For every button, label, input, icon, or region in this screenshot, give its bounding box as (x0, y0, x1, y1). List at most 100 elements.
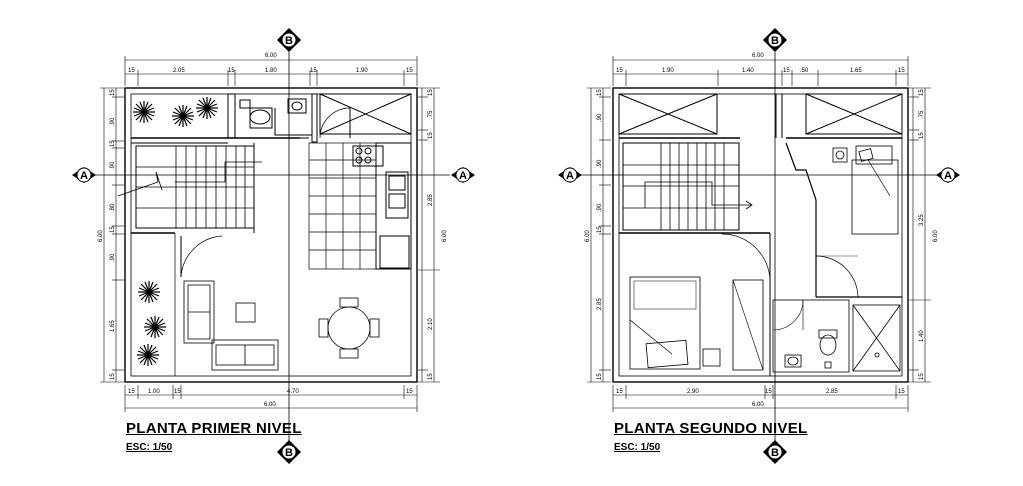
section-marker-b-top-1: B (277, 28, 301, 52)
svg-text:6.00: 6.00 (933, 230, 939, 242)
svg-text:1.90: 1.90 (356, 68, 368, 74)
svg-text:15: 15 (110, 226, 116, 233)
dimension-labels-2: 6.00 15 1.90 1.40 15 .50 1.65 15 15 2.90… (585, 53, 939, 408)
svg-text:B: B (771, 447, 779, 459)
svg-text:15: 15 (428, 132, 434, 139)
svg-text:A: A (944, 170, 952, 182)
section-marker-a-left-1: A (72, 167, 96, 183)
svg-text:15: 15 (428, 373, 434, 380)
dimension-lines-2 (587, 56, 931, 412)
plan-scale-first-floor: ESC: 1/50 (126, 442, 173, 453)
living-plants-1 (136, 280, 167, 367)
svg-text:2.10: 2.10 (428, 318, 434, 330)
svg-text:.75: .75 (428, 110, 434, 119)
svg-text:15: 15 (228, 68, 235, 74)
plan-first-floor (100, 56, 440, 412)
svg-text:15: 15 (616, 389, 623, 395)
svg-text:6.00: 6.00 (442, 230, 448, 242)
kitchen-tiles-1 (308, 142, 377, 270)
svg-text:3.25: 3.25 (919, 214, 925, 226)
svg-text:.50: .50 (800, 68, 809, 74)
plan-title-second-floor: PLANTA SEGUNDO NIVEL (614, 420, 808, 437)
section-marker-a-left-2: A (558, 167, 582, 183)
svg-text:6.00: 6.00 (752, 402, 764, 408)
svg-text:15: 15 (310, 68, 317, 74)
svg-text:15: 15 (597, 373, 603, 380)
svg-text:15: 15 (174, 389, 181, 395)
svg-text:.90: .90 (597, 203, 603, 212)
sofa-set-1 (183, 280, 279, 371)
void-boxes-2 (618, 93, 903, 135)
svg-text:15: 15 (616, 68, 623, 74)
section-marker-b-bottom-2: B (763, 440, 787, 464)
svg-text:1.00: 1.00 (148, 389, 160, 395)
svg-text:1.90: 1.90 (662, 68, 674, 74)
svg-text:15: 15 (597, 89, 603, 96)
svg-text:.75: .75 (919, 110, 925, 119)
svg-text:15: 15 (919, 89, 925, 96)
svg-text:15: 15 (898, 389, 905, 395)
svg-text:A: A (459, 170, 467, 182)
plan-second-floor (587, 56, 931, 412)
svg-text:6.00: 6.00 (752, 53, 764, 59)
svg-text:6.00: 6.00 (264, 402, 276, 408)
svg-text:15: 15 (919, 373, 925, 380)
svg-text:6.00: 6.00 (265, 53, 277, 59)
bedroom-left-2 (619, 232, 771, 376)
bedroom-right-2 (785, 142, 902, 298)
staircase-2 (622, 142, 753, 231)
dining-set-1 (318, 297, 380, 359)
section-marker-a-right-2: A (936, 167, 960, 183)
svg-text:.90: .90 (597, 159, 603, 168)
svg-text:15: 15 (597, 226, 603, 233)
svg-text:15: 15 (110, 140, 116, 147)
svg-text:15: 15 (919, 132, 925, 139)
svg-text:6.00: 6.00 (98, 230, 104, 242)
svg-text:A: A (566, 170, 574, 182)
staircase-1 (117, 145, 262, 229)
svg-text:2.85: 2.85 (597, 298, 603, 310)
section-lines-2 (580, 52, 940, 443)
svg-text:15: 15 (110, 373, 116, 380)
svg-text:4.70: 4.70 (287, 389, 299, 395)
svg-text:B: B (285, 35, 293, 47)
svg-text:15: 15 (428, 89, 434, 96)
svg-text:15: 15 (898, 68, 905, 74)
svg-text:A: A (80, 170, 88, 182)
svg-text:15: 15 (406, 389, 413, 395)
svg-text:.80: .80 (110, 203, 116, 212)
plan-scale-second-floor: ESC: 1/50 (614, 442, 661, 453)
svg-text:15: 15 (765, 389, 772, 395)
section-marker-a-right-1: A (451, 167, 475, 183)
svg-text:2.85: 2.85 (428, 194, 434, 206)
svg-text:.90: .90 (597, 113, 603, 122)
svg-text:1.65: 1.65 (850, 68, 862, 74)
svg-text:1.40: 1.40 (742, 68, 754, 74)
svg-text:15: 15 (406, 68, 413, 74)
closet-1 (319, 93, 412, 139)
shower-2 (852, 304, 901, 372)
patio-plants-1 (132, 96, 219, 128)
outer-wall-2 (612, 87, 909, 383)
kitchen-counter-1 (352, 142, 412, 270)
section-marker-b-top-2: B (763, 28, 787, 52)
svg-text:.90: .90 (110, 117, 116, 126)
section-marker-b-bottom-1: B (277, 440, 301, 464)
dimension-lines-1 (100, 56, 440, 412)
svg-text:2.90: 2.90 (687, 389, 699, 395)
svg-text:15: 15 (783, 68, 790, 74)
outer-wall-1 (124, 87, 418, 383)
dimension-labels-1: 6.00 15 2.05 15 1.80 15 1.90 15 15 1.00 … (98, 53, 448, 408)
svg-text:1.80: 1.80 (265, 68, 277, 74)
svg-text:2.05: 2.05 (173, 68, 185, 74)
svg-text:2.85: 2.85 (826, 389, 838, 395)
section-lines-1 (92, 52, 450, 443)
bathroom-2 (772, 299, 850, 373)
svg-text:.90: .90 (110, 161, 116, 170)
svg-text:B: B (771, 35, 779, 47)
plan-title-first-floor: PLANTA PRIMER NIVEL (126, 420, 302, 437)
svg-text:15: 15 (128, 68, 135, 74)
svg-text:B: B (285, 447, 293, 459)
svg-text:15: 15 (110, 89, 116, 96)
